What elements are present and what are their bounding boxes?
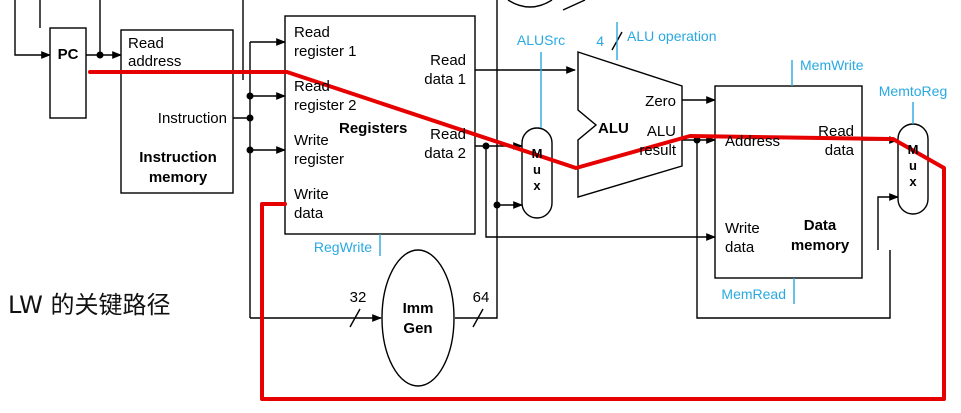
bus-slash-64 — [472, 308, 484, 328]
alu-title: ALU — [598, 120, 629, 137]
adder-partial — [507, 0, 553, 8]
junction-dot — [693, 136, 701, 144]
alu-src-mux-letter-x: x — [533, 178, 541, 193]
datapath-wires — [14, 0, 899, 322]
junction-dot — [493, 201, 501, 209]
bypass-to-mux-wire — [877, 193, 899, 250]
imm-gen — [381, 249, 455, 387]
lw-critical-path — [88, 70, 946, 401]
read-register-2-label-1: Read — [294, 78, 330, 95]
mem-to-reg-mux-letter-x: x — [909, 174, 917, 189]
junction-dot — [96, 51, 104, 59]
alu-result-label-2: result — [639, 142, 677, 159]
alu-zero-label: Zero — [645, 93, 676, 110]
junction-dots — [96, 51, 701, 209]
mem-write-label: MemWrite — [800, 57, 864, 73]
dmem-title-2: memory — [791, 237, 850, 254]
adder-out-wire — [562, 0, 586, 11]
alu-src-mux-letter-m: M — [532, 146, 543, 161]
alu-bypass-wire — [696, 140, 891, 319]
instruction-memory — [120, 29, 234, 194]
junction-dot — [246, 92, 254, 100]
alu-src-label: ALUSrc — [517, 32, 565, 48]
read-register-1-label-1: Read — [294, 24, 330, 41]
mem-read-label: MemRead — [721, 286, 786, 302]
read-register-1-label-2: register 1 — [294, 43, 357, 60]
dmem-address-label: Address — [725, 133, 780, 150]
alu-operation-label: ALU operation — [627, 28, 717, 44]
imem-title-2: memory — [149, 169, 208, 186]
dmem-write-data-label-2: data — [725, 239, 755, 256]
junction-dot — [246, 146, 254, 154]
dmem-title-1: Data — [804, 217, 837, 234]
imem-title-1: Instruction — [139, 149, 217, 166]
alu-result-label-1: ALU — [647, 123, 676, 140]
mem-to-reg-mux-letter-u: u — [909, 158, 917, 173]
mem-to-reg-label: MemtoReg — [879, 83, 947, 99]
junction-dot — [246, 114, 254, 122]
imm-gen-in-bits: 32 — [350, 289, 367, 306]
imm-gen-title-1: Imm — [403, 300, 434, 317]
reg-write-data-label-2: data — [294, 205, 324, 222]
mem-to-reg-mux-letter-m: M — [908, 142, 919, 157]
dmem-read-data-label-2: data — [825, 142, 855, 159]
pc-label: PC — [58, 46, 79, 63]
read-data2-to-dmem-wire — [485, 146, 716, 241]
pc-next-wire — [14, 0, 51, 59]
read-register-2-label-2: register 2 — [294, 97, 357, 114]
reg-write-data-label-1: Write — [294, 186, 329, 203]
registers-title: Registers — [339, 120, 407, 137]
imm-gen-title-2: Gen — [403, 320, 432, 337]
junction-dot — [482, 142, 490, 150]
imm-gen-out-bits: 64 — [473, 289, 490, 306]
pc-register — [49, 27, 87, 119]
bus-slash-32 — [349, 308, 361, 328]
dmem-read-data-label-1: Read — [818, 123, 854, 140]
reg-write-label: RegWrite — [314, 239, 372, 255]
caption: LW 的关键路径 — [8, 291, 171, 319]
imem-instruction-label: Instruction — [158, 110, 227, 127]
data-memory — [714, 85, 863, 279]
control-lines — [379, 22, 914, 304]
imem-read-address-label-2: address — [128, 53, 181, 70]
read-data-2-label-2: data 2 — [424, 145, 466, 162]
read-data-1-label-2: data 1 — [424, 71, 466, 88]
dmem-write-data-label-1: Write — [725, 220, 760, 237]
alu-operation-bits: 4 — [596, 33, 604, 49]
read-data-1-label-1: Read — [430, 52, 466, 69]
imem-read-address-label-1: Read — [128, 35, 164, 52]
write-register-label-1: Write — [294, 132, 329, 149]
immgen-out-wire — [455, 0, 498, 319]
write-register-label-2: register — [294, 151, 344, 168]
alu-src-mux-letter-u: u — [533, 162, 541, 177]
read-data-2-label-1: Read — [430, 126, 466, 143]
